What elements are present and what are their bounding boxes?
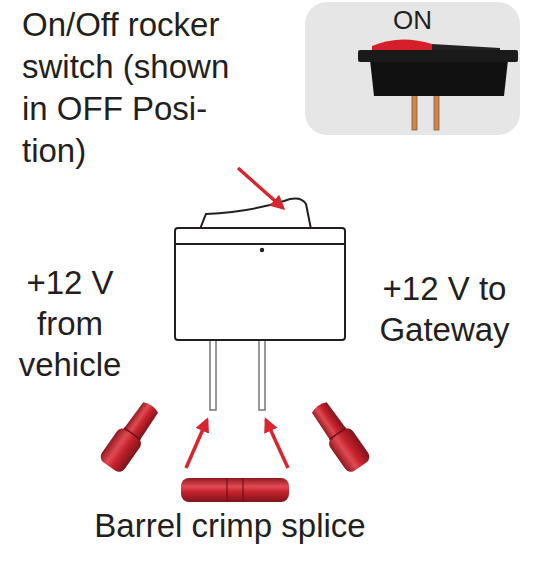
crimp-terminal [307, 398, 372, 475]
leader-arrow [186, 168, 288, 468]
panel-title: ON [305, 6, 520, 36]
barrel-splice [181, 478, 289, 502]
inset-panel: ON [305, 2, 520, 135]
part-label: Barrel crimp splice [55, 505, 405, 547]
inset-panel [305, 2, 520, 135]
wire-label: +12 V to Gateway [362, 268, 527, 350]
switch-on-icon [358, 39, 518, 130]
rocker-switch [175, 199, 345, 410]
crimp-terminal [98, 398, 163, 475]
callout-label: On/Off rocker switch (shown in OFF Posi-… [22, 4, 254, 172]
wire-label: +12 V from vehicle [5, 262, 135, 385]
